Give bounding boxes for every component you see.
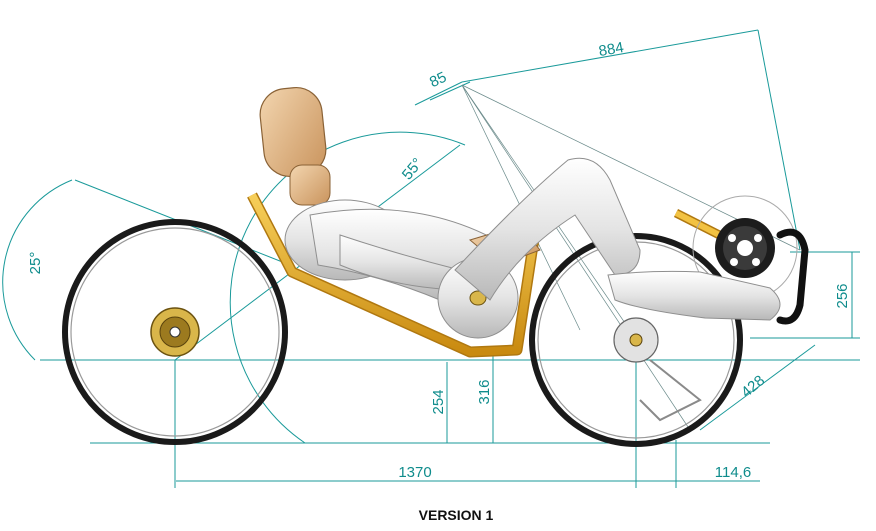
dim-head-offset: 85 [427, 69, 449, 91]
dim-boom-length: 884 [597, 39, 625, 60]
dim-seat-height-low: 254 [430, 389, 447, 414]
rear-wheel [62, 219, 288, 445]
drawing-caption: VERSION 1 [419, 507, 494, 523]
dim-seat-height-high: 316 [476, 379, 493, 404]
dim-seat-angle: 55° [399, 155, 427, 183]
dim-wheelbase: 1370 [398, 464, 431, 481]
dim-crank-reach: 428 [738, 372, 768, 401]
mannequin [259, 86, 781, 339]
dim-back-angle: 25° [27, 252, 44, 275]
crankset [692, 195, 809, 325]
dim-crank-height: 256 [834, 283, 851, 308]
dim-front-offset: 114,6 [715, 464, 751, 481]
